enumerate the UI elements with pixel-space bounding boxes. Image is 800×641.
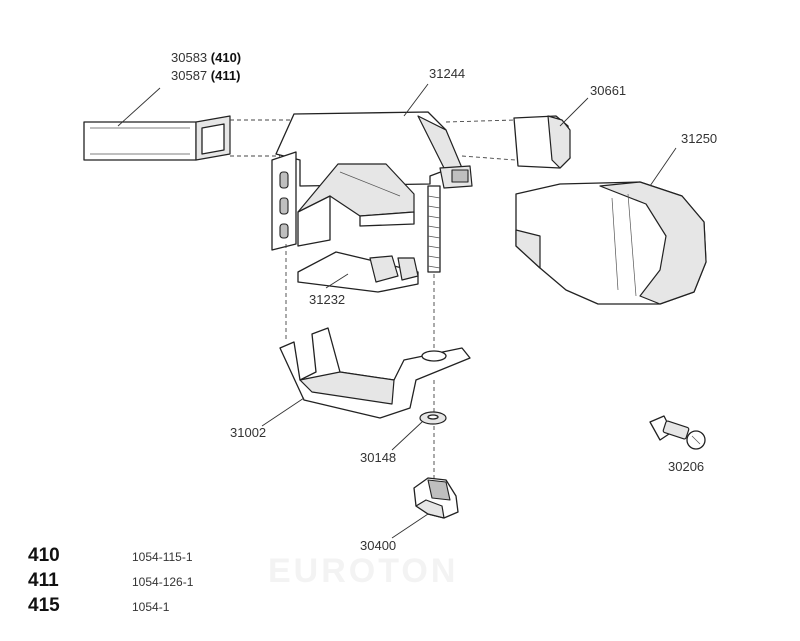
label-washer: 30148 <box>360 450 396 465</box>
label-bar-410: 30583 (410) <box>171 50 241 65</box>
label-knob: 30400 <box>360 538 396 553</box>
model-row: 410 1054-115-1 <box>28 545 288 570</box>
model-code: 410 <box>28 545 60 566</box>
model-code: 415 <box>28 595 60 616</box>
lock <box>649 415 706 450</box>
threaded-bolt <box>427 185 441 273</box>
model-code: 411 <box>28 570 59 591</box>
leader-line <box>403 83 429 117</box>
foot-body <box>271 111 473 251</box>
leader-line <box>391 513 429 539</box>
label-bracket: 31002 <box>230 425 266 440</box>
slot <box>279 197 289 215</box>
model-row: 411 1054-126-1 <box>28 570 288 595</box>
leader-line <box>261 397 305 427</box>
leader-line <box>117 87 161 127</box>
watermark-text: EUROTON <box>268 552 459 590</box>
label-foot-pad: 31232 <box>309 292 345 307</box>
leader-line <box>325 273 349 289</box>
leader-line <box>559 97 589 127</box>
model-ref: 1054-126-1 <box>132 575 194 589</box>
model-table: 410 1054-115-1 411 1054-126-1 415 1054-1 <box>28 545 288 620</box>
slot <box>279 171 289 189</box>
roof-bar <box>83 115 231 161</box>
bracket <box>279 327 471 419</box>
label-lock: 30206 <box>668 459 704 474</box>
label-end-cap: 30661 <box>590 83 626 98</box>
washer <box>419 411 447 425</box>
knob <box>413 477 459 519</box>
slot <box>279 223 289 239</box>
foot-cover <box>515 181 707 305</box>
model-ref: 1054-1 <box>132 600 170 614</box>
upper-pad <box>297 163 415 247</box>
label-foot-body: 31244 <box>429 66 465 81</box>
leader-line <box>391 421 423 451</box>
model-row: 415 1054-1 <box>28 595 288 620</box>
foot-pad <box>297 251 419 293</box>
model-ref: 1054-115-1 <box>132 550 193 564</box>
leader-line <box>649 147 677 187</box>
guide-line <box>445 119 516 123</box>
label-bar-411: 30587 (411) <box>171 68 240 83</box>
guide-line <box>461 155 516 161</box>
label-foot-cover: 31250 <box>681 131 717 146</box>
end-cap <box>513 115 571 169</box>
